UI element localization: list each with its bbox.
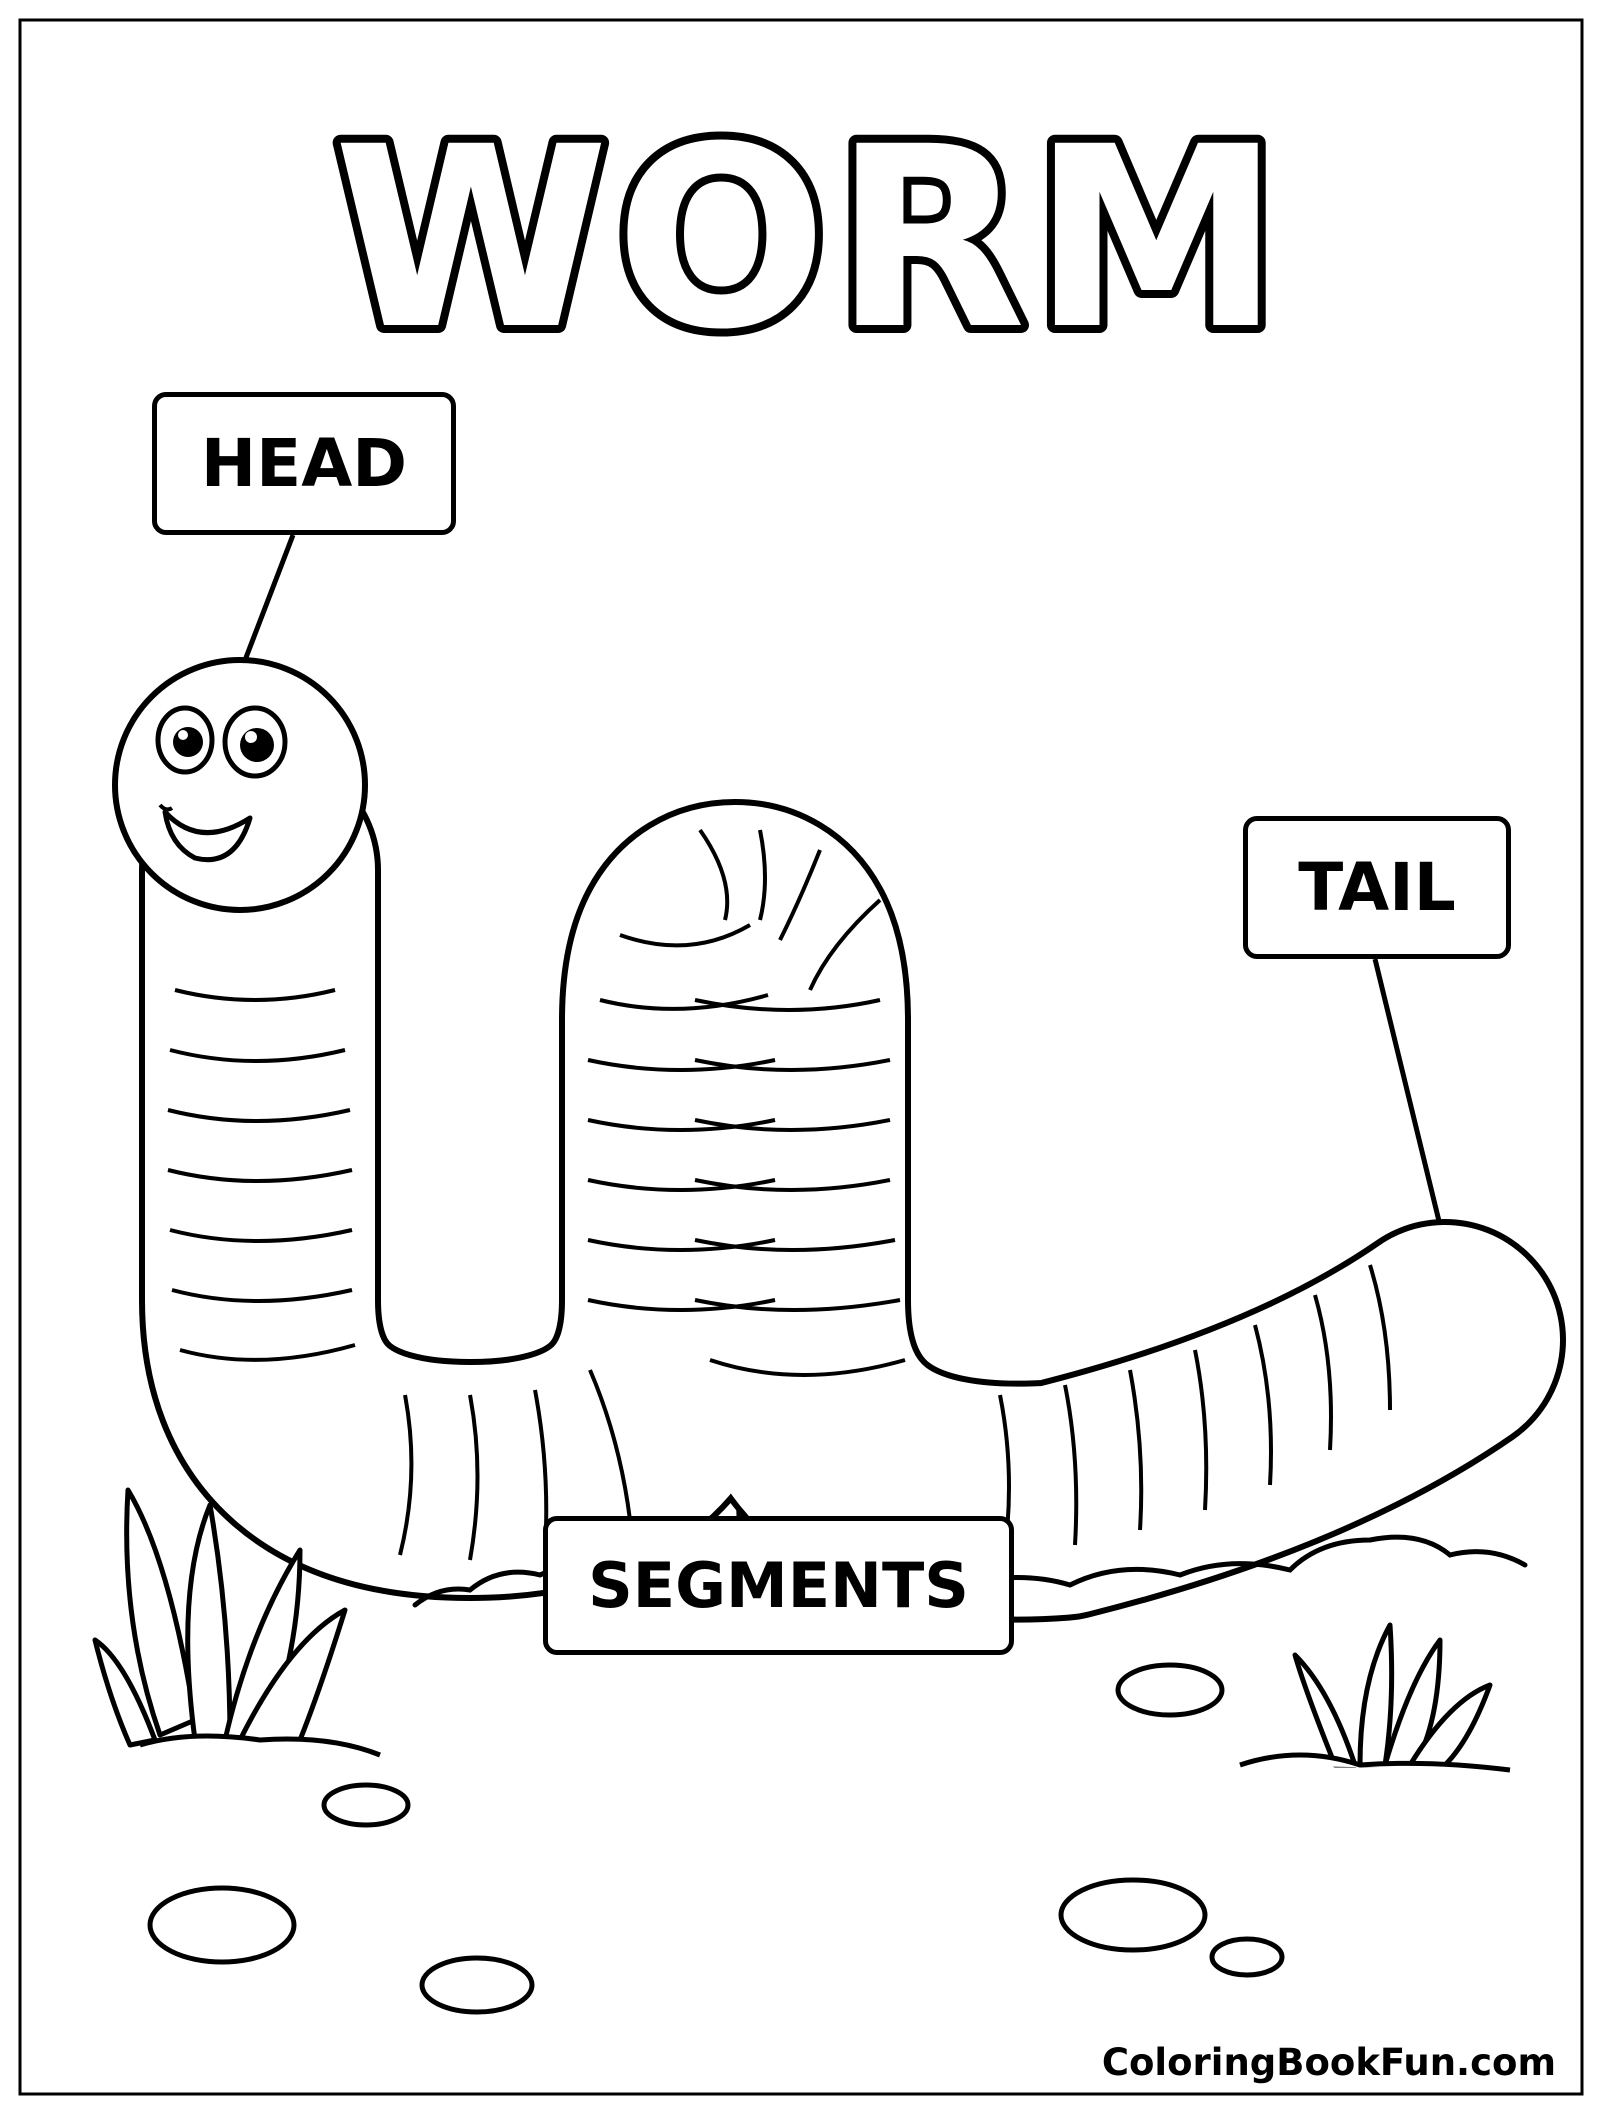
right-eye	[222, 705, 288, 779]
tail-label: TAIL	[1243, 816, 1511, 959]
left-eye	[155, 705, 215, 775]
head-label: HEAD	[152, 392, 456, 535]
site-watermark: ColoringBookFun.com	[1101, 2041, 1556, 2084]
page-border	[18, 18, 1584, 2096]
smile	[162, 809, 253, 863]
grass-right	[1239, 1622, 1511, 1773]
head-leader-line	[239, 534, 296, 669]
page-title: WORM	[333, 93, 1287, 384]
pebbles	[147, 1662, 1285, 2015]
worm-segments	[167, 828, 1392, 1561]
grass-left	[92, 1487, 381, 1758]
worm-body	[139, 749, 1566, 1623]
segments-label: SEGMENTS	[543, 1516, 1014, 1655]
worm-head	[112, 657, 368, 913]
tail-leader-line	[1372, 958, 1451, 1259]
